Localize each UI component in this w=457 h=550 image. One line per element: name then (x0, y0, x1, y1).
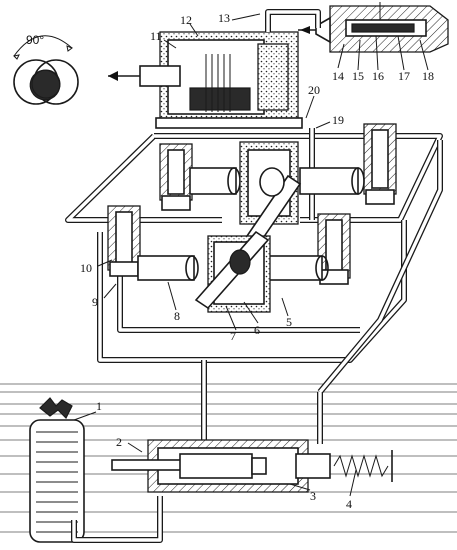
lower-plunger-right (267, 213, 351, 285)
callout-15: 15 (352, 69, 364, 83)
lower-pipe-frame (97, 140, 443, 394)
upper-plunger-left (159, 143, 241, 211)
callout-6: 6 (254, 323, 260, 337)
callout-16: 16 (372, 69, 384, 83)
callout-labels: 1 2 3 4 5 6 7 8 9 10 11 12 13 14 15 16 1… (80, 11, 434, 511)
callout-2: 2 (116, 435, 122, 449)
callout-3: 3 (310, 489, 316, 503)
angle-label: 90° (26, 33, 44, 47)
leader-lines (73, 13, 429, 497)
lower-plunger-left (107, 205, 199, 281)
callout-11: 11 (150, 29, 162, 43)
callout-18: 18 (422, 69, 434, 83)
lower-cam-block (194, 230, 271, 313)
callout-13: 13 (218, 11, 230, 25)
phase-angle-symbol (12, 35, 79, 105)
radiator (29, 397, 85, 543)
callout-5: 5 (286, 315, 292, 329)
callout-10: 10 (80, 261, 92, 275)
callout-20: 20 (308, 83, 320, 97)
callout-17: 17 (398, 69, 410, 83)
callout-7: 7 (230, 329, 236, 343)
lower-pump (111, 439, 393, 493)
upper-plunger-right (299, 123, 397, 205)
callout-9: 9 (92, 295, 98, 309)
callout-12: 12 (180, 13, 192, 27)
top-cylinder (108, 31, 303, 129)
callout-4: 4 (346, 497, 352, 511)
callout-1: 1 (96, 399, 102, 413)
callout-19: 19 (332, 113, 344, 127)
callout-14: 14 (332, 69, 344, 83)
callout-8: 8 (174, 309, 180, 323)
